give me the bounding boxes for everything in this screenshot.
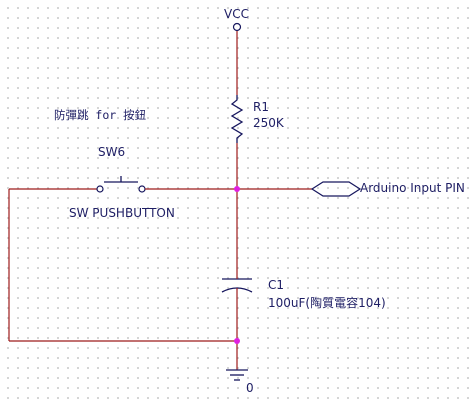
resistor-ref-label: R1 (253, 100, 269, 114)
offpage-connector (310, 181, 362, 197)
ground-label: 0 (246, 381, 254, 395)
diagram-title: 防彈跳 for 按鈕 (54, 108, 147, 122)
vcc-terminal (232, 22, 242, 32)
switch-value-label: SW PUSHBUTTON (69, 206, 175, 220)
capacitor-value-label: 100uF(陶質電容104) (268, 296, 386, 310)
vcc-label: VCC (224, 7, 249, 21)
junction-dot-top (234, 186, 240, 192)
switch-ref-label: SW6 (98, 145, 126, 159)
switch-contact-right (138, 185, 146, 193)
resistor-value-label: 250K (253, 116, 284, 130)
offpage-label: Arduino Input PIN (360, 181, 465, 195)
junction-dot-bottom (234, 338, 240, 344)
capacitor-ref-label: C1 (268, 278, 285, 292)
switch-contact-left (96, 185, 104, 193)
resistor-r1 (230, 95, 244, 143)
